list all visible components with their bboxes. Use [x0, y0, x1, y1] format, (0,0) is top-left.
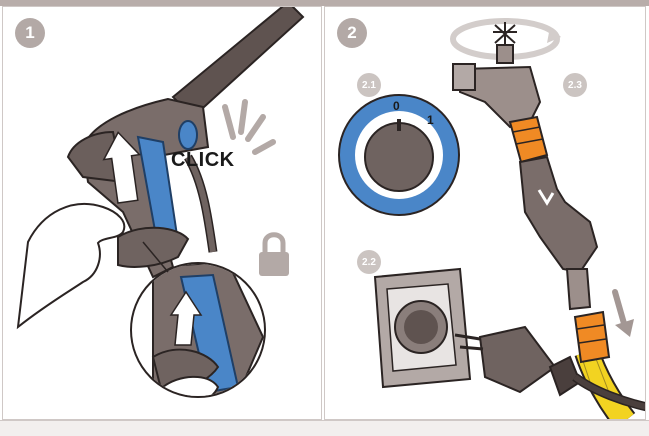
step-1-panel: 1 CLICK [2, 6, 322, 420]
lock-icon [259, 232, 289, 276]
connection-illustration [338, 18, 645, 419]
sub-step-2-2-badge: 2.2 [357, 250, 381, 274]
dial-off-label: 0 [393, 99, 400, 113]
step-2-panel: 2 2.1 2.2 2.3 0 1 [324, 6, 646, 420]
top-bar [0, 0, 649, 6]
click-label: CLICK [171, 149, 235, 171]
step-2-badge: 2 [337, 18, 367, 48]
bottom-strip [0, 420, 649, 436]
detail-magnifier [130, 262, 266, 398]
click-marks [222, 99, 276, 155]
power-plug [454, 325, 645, 412]
wall-socket [373, 267, 472, 389]
sub-step-2-1-badge: 2.1 [357, 73, 381, 97]
arrow-up-icon [102, 131, 141, 204]
sub-step-2-3-badge: 2.3 [563, 73, 587, 97]
step-1-badge: 1 [15, 18, 45, 48]
spray-gun-illustration [16, 7, 305, 398]
dial-on-label: 1 [427, 113, 434, 127]
arrow-down-icon [612, 289, 634, 337]
arrow-down-icon [537, 189, 555, 206]
water-tap [452, 22, 542, 129]
pressure-dial [338, 94, 460, 216]
